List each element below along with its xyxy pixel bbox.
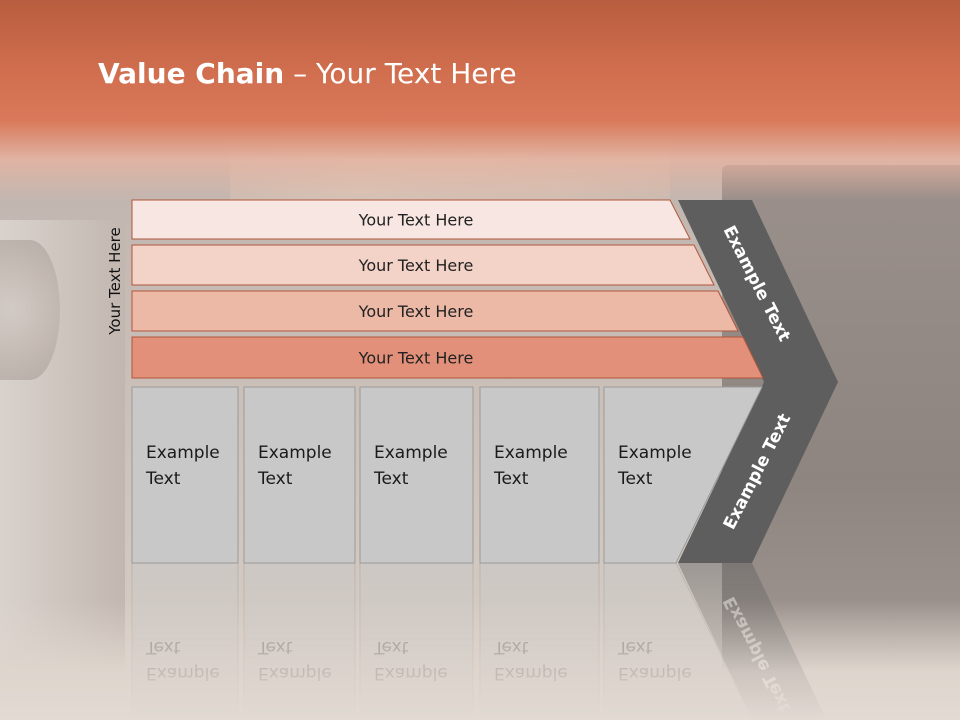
reflected-example-box-2-line2: Text <box>257 637 293 657</box>
reflected-example-box-4-line1: Example <box>494 663 568 683</box>
reflected-example-box-5-line2: Text <box>617 637 653 657</box>
chevron-arrow <box>678 200 838 563</box>
reflected-example-box-3 <box>359 562 474 720</box>
example-box-4-line1: Example <box>494 443 568 463</box>
banner-row-3 <box>131 290 739 332</box>
example-box-3-line2: Text <box>373 469 409 489</box>
reflected-example-box-1-line1: Example <box>146 663 220 683</box>
reflected-example-box-1-line2: Text <box>145 637 181 657</box>
reflected-example-box-2-line1: Example <box>258 663 332 683</box>
example-box-2-line2: Text <box>257 469 293 489</box>
reflected-example-box-3-line1: Example <box>374 663 448 683</box>
reflected-example-box-2 <box>243 562 356 720</box>
header-band <box>0 0 960 200</box>
example-box-5 <box>603 386 763 564</box>
title-bold: Value Chain <box>98 57 285 90</box>
example-box-1-line1: Example <box>146 443 220 463</box>
example-box-2-line1: Example <box>258 443 332 463</box>
reflected-example-box-5-line1: Example <box>618 663 692 683</box>
banner-row-1-label: Your Text Here <box>358 211 474 230</box>
banner-row-2 <box>131 244 715 286</box>
banner-row-2-label: Your Text Here <box>358 256 474 275</box>
banner-row-4-label: Your Text Here <box>358 349 474 368</box>
reflected-chevron <box>678 563 827 720</box>
reflected-example-box-4 <box>479 562 600 720</box>
example-box-4 <box>479 386 600 564</box>
title-rest: – Your Text Here <box>284 57 517 90</box>
banner-row-3-label: Your Text Here <box>358 302 474 321</box>
banner-row-4 <box>131 336 764 379</box>
example-box-1-line2: Text <box>145 469 181 489</box>
example-box-5-line1: Example <box>618 443 692 463</box>
example-box-3 <box>359 386 474 564</box>
example-box-1 <box>131 386 239 564</box>
banner-row-1 <box>131 199 691 240</box>
example-box-3-line1: Example <box>374 443 448 463</box>
reflected-example-box-1 <box>131 562 239 720</box>
example-box-5-line2: Text <box>617 469 653 489</box>
slide-title: Value Chain – Your Text Here <box>98 54 517 94</box>
reflected-example-box-4-line2: Text <box>493 637 529 657</box>
example-box-2 <box>243 386 356 564</box>
example-box-4-line2: Text <box>493 469 529 489</box>
reflected-example-box-3-line2: Text <box>373 637 409 657</box>
